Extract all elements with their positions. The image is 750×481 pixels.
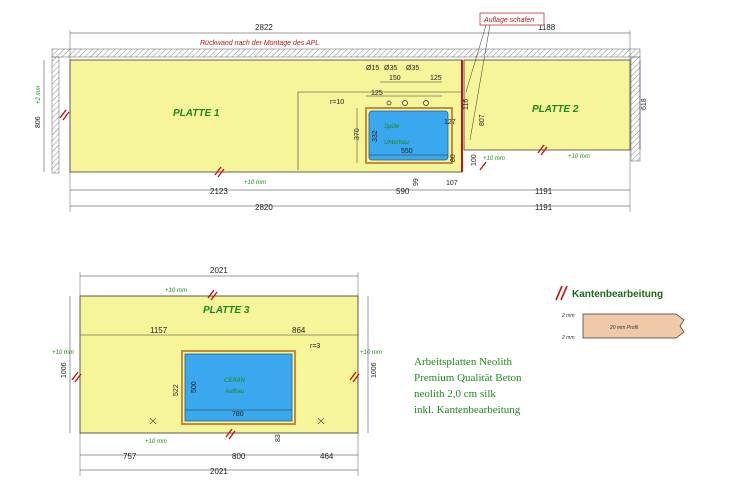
hole-1-dim: Ø15 — [366, 65, 379, 72]
info-line-4: inkl. Kantenbearbeitung — [414, 404, 521, 416]
p3-dim-bottom-total: 2021 — [210, 467, 228, 476]
wall-hatch-top — [51, 48, 641, 58]
legend-title: Kantenbearbeitung — [572, 289, 663, 300]
dim-2822: 2822 — [255, 23, 273, 32]
backwall-note: Rückwand nach der Montage des APL — [200, 40, 319, 47]
legend-edge-icon — [555, 285, 568, 301]
tap-hole-3 — [423, 100, 429, 106]
p3-plus10-right: +10 mm — [360, 350, 382, 356]
radius-dim: r=10 — [330, 99, 344, 106]
dim-125b: 125 — [430, 75, 442, 82]
support-leader-1 — [465, 24, 487, 93]
dim-150: 150 — [389, 75, 401, 82]
sink-label-1: Spüle — [384, 124, 400, 130]
dim-332: 332 — [372, 130, 379, 142]
p3-dim-780: 780 — [232, 411, 244, 418]
tap-hole-1 — [386, 100, 392, 106]
wall-hatch-right — [630, 56, 641, 162]
dim-127: 127 — [444, 119, 456, 126]
dim-807: 807 — [479, 114, 486, 126]
edge-profile-shape — [582, 313, 685, 339]
support-leader-2 — [469, 24, 491, 141]
dim-107: 107 — [446, 180, 458, 187]
p3-depth-left: 1006 — [61, 362, 68, 378]
p3-dim-864: 864 — [292, 326, 306, 335]
plate-3-label: PLATTE 3 — [203, 305, 250, 316]
dim-100: 100 — [471, 154, 478, 166]
material-info: Arbeitsplatten Neolith Premium Qualität … — [414, 354, 522, 418]
info-line-3: neolith 2,0 cm silk — [414, 388, 496, 400]
cooktop-label-1: CERAN — [224, 378, 246, 384]
sink-label-2: Unterbau — [384, 140, 409, 146]
dim-370: 370 — [354, 128, 361, 140]
edge-note-left: +2 mm — [36, 85, 42, 104]
support-note: Auflage schafen — [483, 17, 534, 24]
plus10-right: +10 mm — [568, 154, 590, 160]
support-note-box — [479, 12, 545, 26]
p3-dim-464: 464 — [320, 452, 334, 461]
tap-hole-2 — [402, 100, 408, 106]
dim-2123: 2123 — [210, 187, 228, 196]
dim-1188: 1188 — [538, 23, 556, 32]
p3-dim-top: 2021 — [210, 266, 228, 275]
dim-1191: 1191 — [535, 187, 553, 196]
p3-dim-500: 500 — [191, 381, 198, 393]
plus10-gap: +10 mm — [483, 156, 505, 162]
dim-590: 590 — [396, 187, 410, 196]
p3-plus10-bottom: +10 mm — [145, 439, 167, 445]
sink-cutout-frame — [365, 107, 453, 164]
info-line-2: Premium Qualität Beton — [414, 372, 522, 384]
edge-profile-label: 20 mm Profil — [609, 325, 639, 331]
dim-2820: 2820 — [255, 203, 273, 212]
hole-2-dim: Ø35 — [384, 65, 397, 72]
wall-hatch-left — [51, 56, 60, 174]
p3-support-marks — [149, 417, 325, 425]
p3-dim-83: 83 — [275, 434, 282, 442]
p3-depth-right: 1006 — [371, 362, 378, 378]
plate-2-label: PLATTE 2 — [532, 104, 579, 115]
dim-80: 80 — [450, 154, 457, 162]
p3-dim-1157: 1157 — [150, 326, 168, 335]
p3-dim-522: 522 — [173, 384, 180, 396]
plate-1-label: PLATTE 1 — [173, 108, 220, 119]
dim-618: 618 — [641, 98, 648, 110]
legend-mm-top: 2 mm — [561, 313, 575, 319]
edge-markers-top — [59, 109, 548, 178]
info-line-1: Arbeitsplatten Neolith — [414, 356, 513, 368]
p3-dim-757: 757 — [123, 452, 137, 461]
p3-radius: r=3 — [310, 343, 320, 350]
dim-125a: 125 — [371, 90, 383, 97]
hole-3-dim: Ø35 — [406, 65, 419, 72]
dim-1191b: 1191 — [535, 203, 553, 212]
dim-99: 99 — [413, 178, 420, 186]
plus10-mid: +10 mm — [244, 180, 266, 186]
p3-dim-800: 800 — [232, 452, 246, 461]
legend-mm-bottom: 2 mm — [561, 335, 575, 341]
cooktop-cutout-frame — [181, 350, 296, 425]
sink-shape — [368, 110, 449, 161]
dim-806: 806 — [35, 116, 42, 128]
cooktop-label-2: Aufbau — [224, 389, 245, 395]
dim-550: 550 — [401, 148, 413, 155]
dim-116: 116 — [463, 99, 470, 110]
p3-plus10-top: +10 mm — [165, 288, 187, 294]
p3-edge-markers — [71, 289, 360, 440]
p3-plus10-left: +10 mm — [52, 350, 74, 356]
